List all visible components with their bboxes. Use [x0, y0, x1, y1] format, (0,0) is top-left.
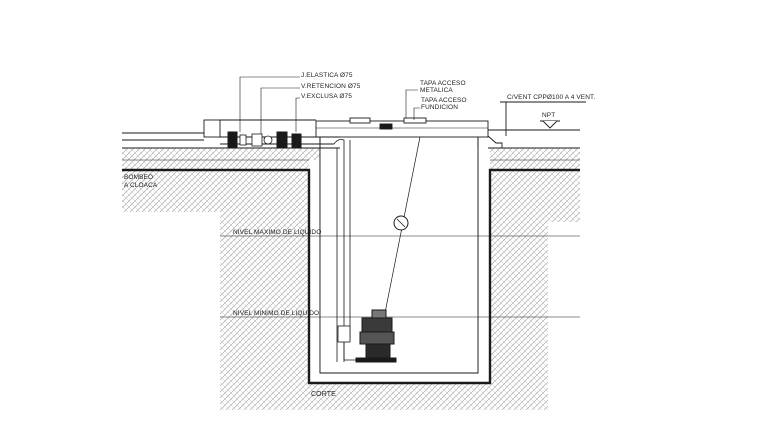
vent-pipe [487, 101, 586, 148]
submersible-pump [337, 309, 397, 363]
label-corte: CORTE [311, 391, 336, 398]
level-lines [220, 235, 580, 318]
label-retencion: V.RETENCION Ø75 [301, 83, 361, 90]
valve-fittings [227, 131, 302, 149]
label-tapa-fundicion-line1: TAPA ACCESO [421, 97, 467, 104]
label-vent: C/VENT CPPØ100 A 4 VENT. [507, 94, 596, 101]
label-nivel-minimo: NIVEL MINIMO DE LIQUIDO [233, 310, 320, 317]
ground-line [122, 147, 580, 161]
label-tapa-metalica-line1: TAPA ACCESO [420, 80, 466, 87]
label-tapa-fundicion-line2: FUNDICION [421, 104, 459, 111]
float-switch [383, 136, 421, 319]
label-tapa-metalica-line2: METALICA [420, 87, 453, 94]
soil-hatch [122, 148, 580, 410]
label-npt: NPT [542, 112, 556, 119]
label-bombeo-line1: BOMBEO [124, 174, 154, 181]
cover-leaders [405, 89, 420, 120]
riser-pipes [333, 139, 351, 362]
valve-leaders [239, 76, 300, 134]
label-elastica: J.ELASTICA Ø75 [301, 72, 353, 79]
label-nivel-maximo: NIVEL MAXIMO DE LIQUIDO [233, 229, 322, 236]
label-exclusa: V.EXCLUSA Ø75 [301, 93, 352, 100]
pit-outer-wall [122, 168, 580, 385]
top-slab [315, 117, 489, 138]
label-bombeo-line2: A CLOACA [124, 182, 158, 189]
